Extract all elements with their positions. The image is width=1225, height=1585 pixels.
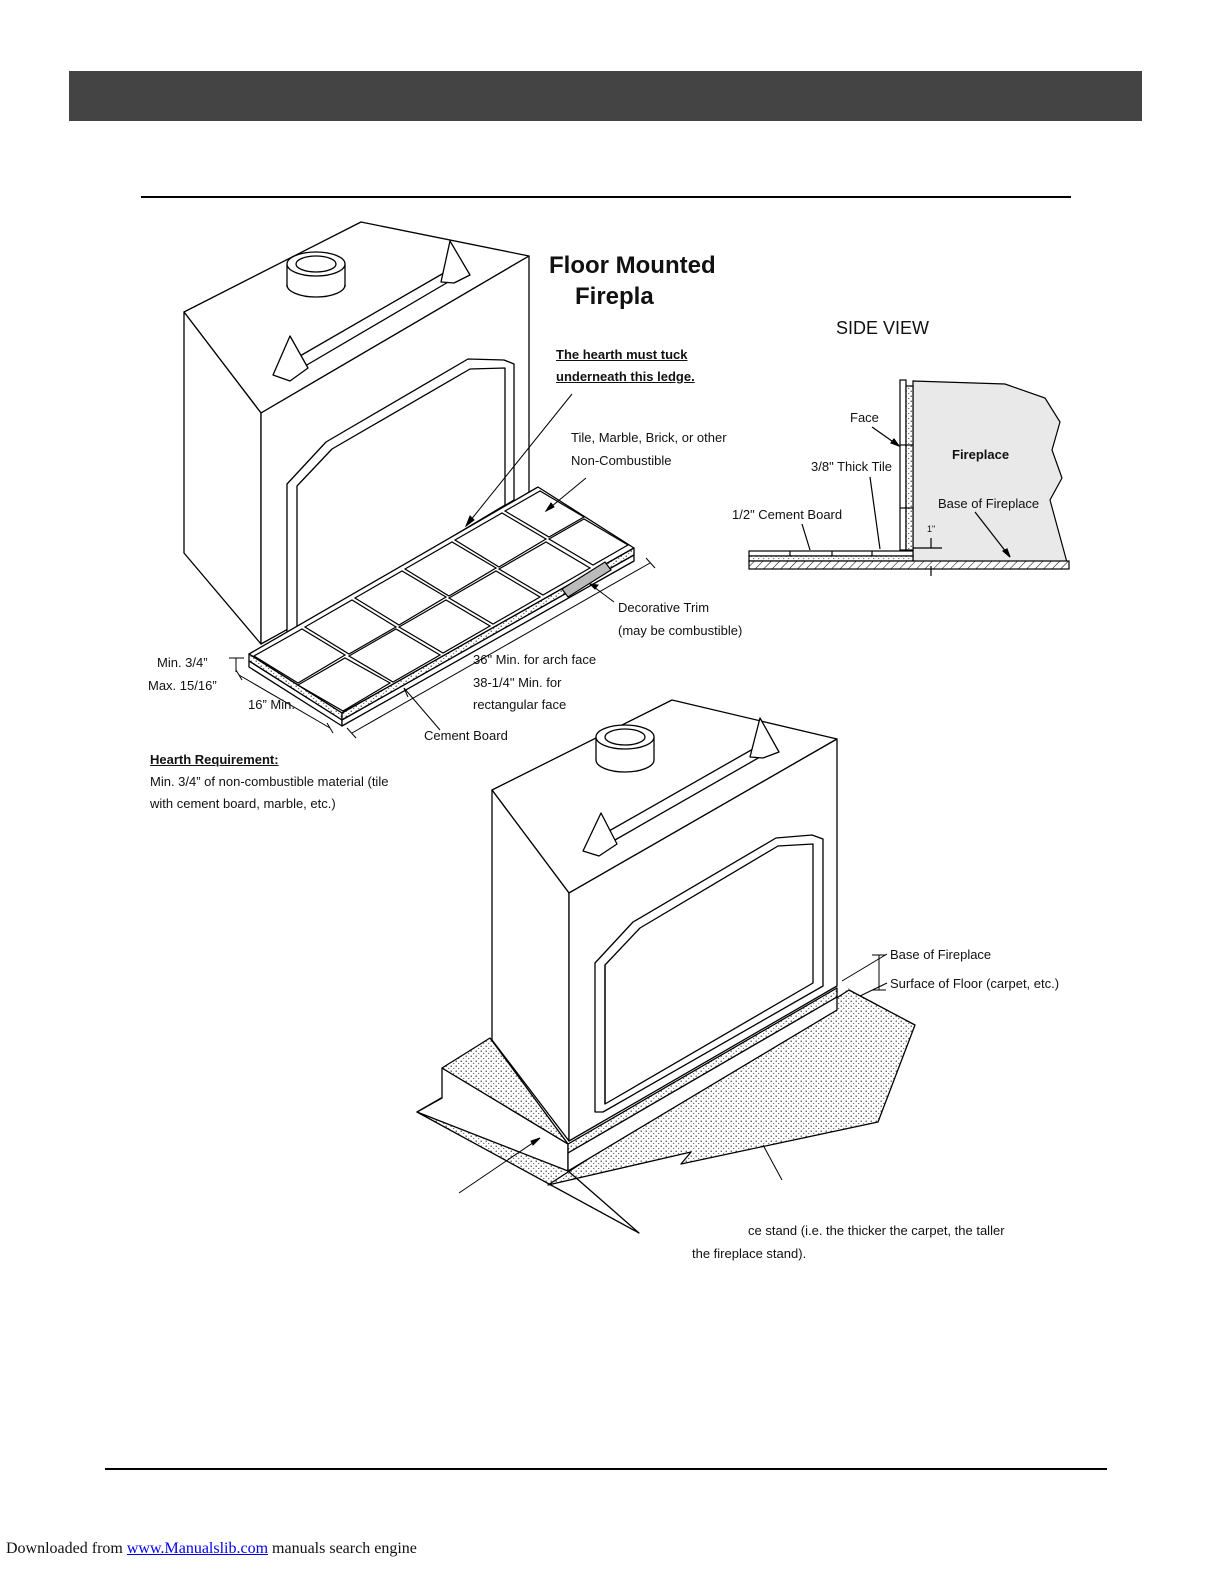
- bottom-leader-lines: [458, 953, 888, 1194]
- fireplace-label: Fireplace: [952, 447, 1010, 462]
- one-inch-label: 1": [927, 524, 936, 534]
- half-inch-cement-board-label: 1/2" Cement Board: [732, 507, 843, 522]
- decorative-trim: [561, 561, 612, 598]
- arch-width-label-3: rectangular face: [473, 697, 567, 712]
- diagram-title-line2: Firepla: [575, 283, 654, 310]
- hearth-requirement-heading: Hearth Requirement:: [150, 752, 279, 767]
- side-view-heading: SIDE VIEW: [836, 318, 930, 338]
- surface-of-floor-label: Surface of Floor (carpet, etc.): [890, 976, 1060, 991]
- hearth-requirement-line1: Min. 3/4” of non-combustible material (t…: [150, 774, 389, 789]
- bottom-fireplace-illustration: [416, 699, 916, 1234]
- diagram-title-line1: Floor Mounted: [549, 252, 716, 279]
- thick-tile-label: 3/8" Thick Tile: [811, 459, 892, 474]
- decorative-trim-label-1: Decorative Trim: [618, 600, 710, 615]
- arch-width-label-1: 36" Min. for arch face: [473, 652, 597, 667]
- hearth-requirement-line2: with cement board, marble, etc.): [150, 796, 336, 811]
- top-leader-lines: [229, 393, 656, 739]
- tile-label-2: Non-Combustible: [571, 453, 672, 468]
- footer: Downloaded from www.Manualslib.com manua…: [6, 1540, 417, 1558]
- max-thickness-label: Max. 15/16”: [148, 678, 217, 693]
- min-thickness-label: Min. 3/4”: [157, 655, 208, 670]
- footer-prefix: Downloaded from: [6, 1540, 127, 1557]
- manualslib-link[interactable]: www.Manualslib.com: [126, 1540, 269, 1557]
- hearth-tuck-label-2: underneath this ledge.: [556, 369, 695, 384]
- hearth-tiles: [252, 490, 630, 712]
- base-of-fireplace-label: Base of Fireplace: [890, 947, 992, 962]
- tile-label-1: Tile, Marble, Brick, or other: [571, 430, 727, 445]
- arch-width-label-2: 38-1/4" Min. for: [473, 675, 562, 690]
- base-of-fireplace-side-label: Base of Fireplace: [938, 496, 1040, 511]
- side-view-illustration: [748, 379, 1070, 576]
- header-bar: [69, 71, 1142, 121]
- stand-note-line2: the fireplace stand).: [692, 1246, 807, 1261]
- footer-suffix: manuals search engine: [268, 1540, 417, 1557]
- bottom-rule: [105, 1468, 1107, 1470]
- decorative-trim-label-2: (may be combustible): [618, 623, 743, 638]
- top-rule: [141, 196, 1071, 198]
- depth-min-label: 16” Min.: [248, 697, 295, 712]
- cement-board-label: Cement Board: [424, 728, 508, 743]
- hearth-tuck-label-1: The hearth must tuck: [556, 347, 688, 362]
- face-label: Face: [850, 410, 879, 425]
- stand-note-line1: ce stand (i.e. the thicker the carpet, t…: [748, 1223, 1005, 1238]
